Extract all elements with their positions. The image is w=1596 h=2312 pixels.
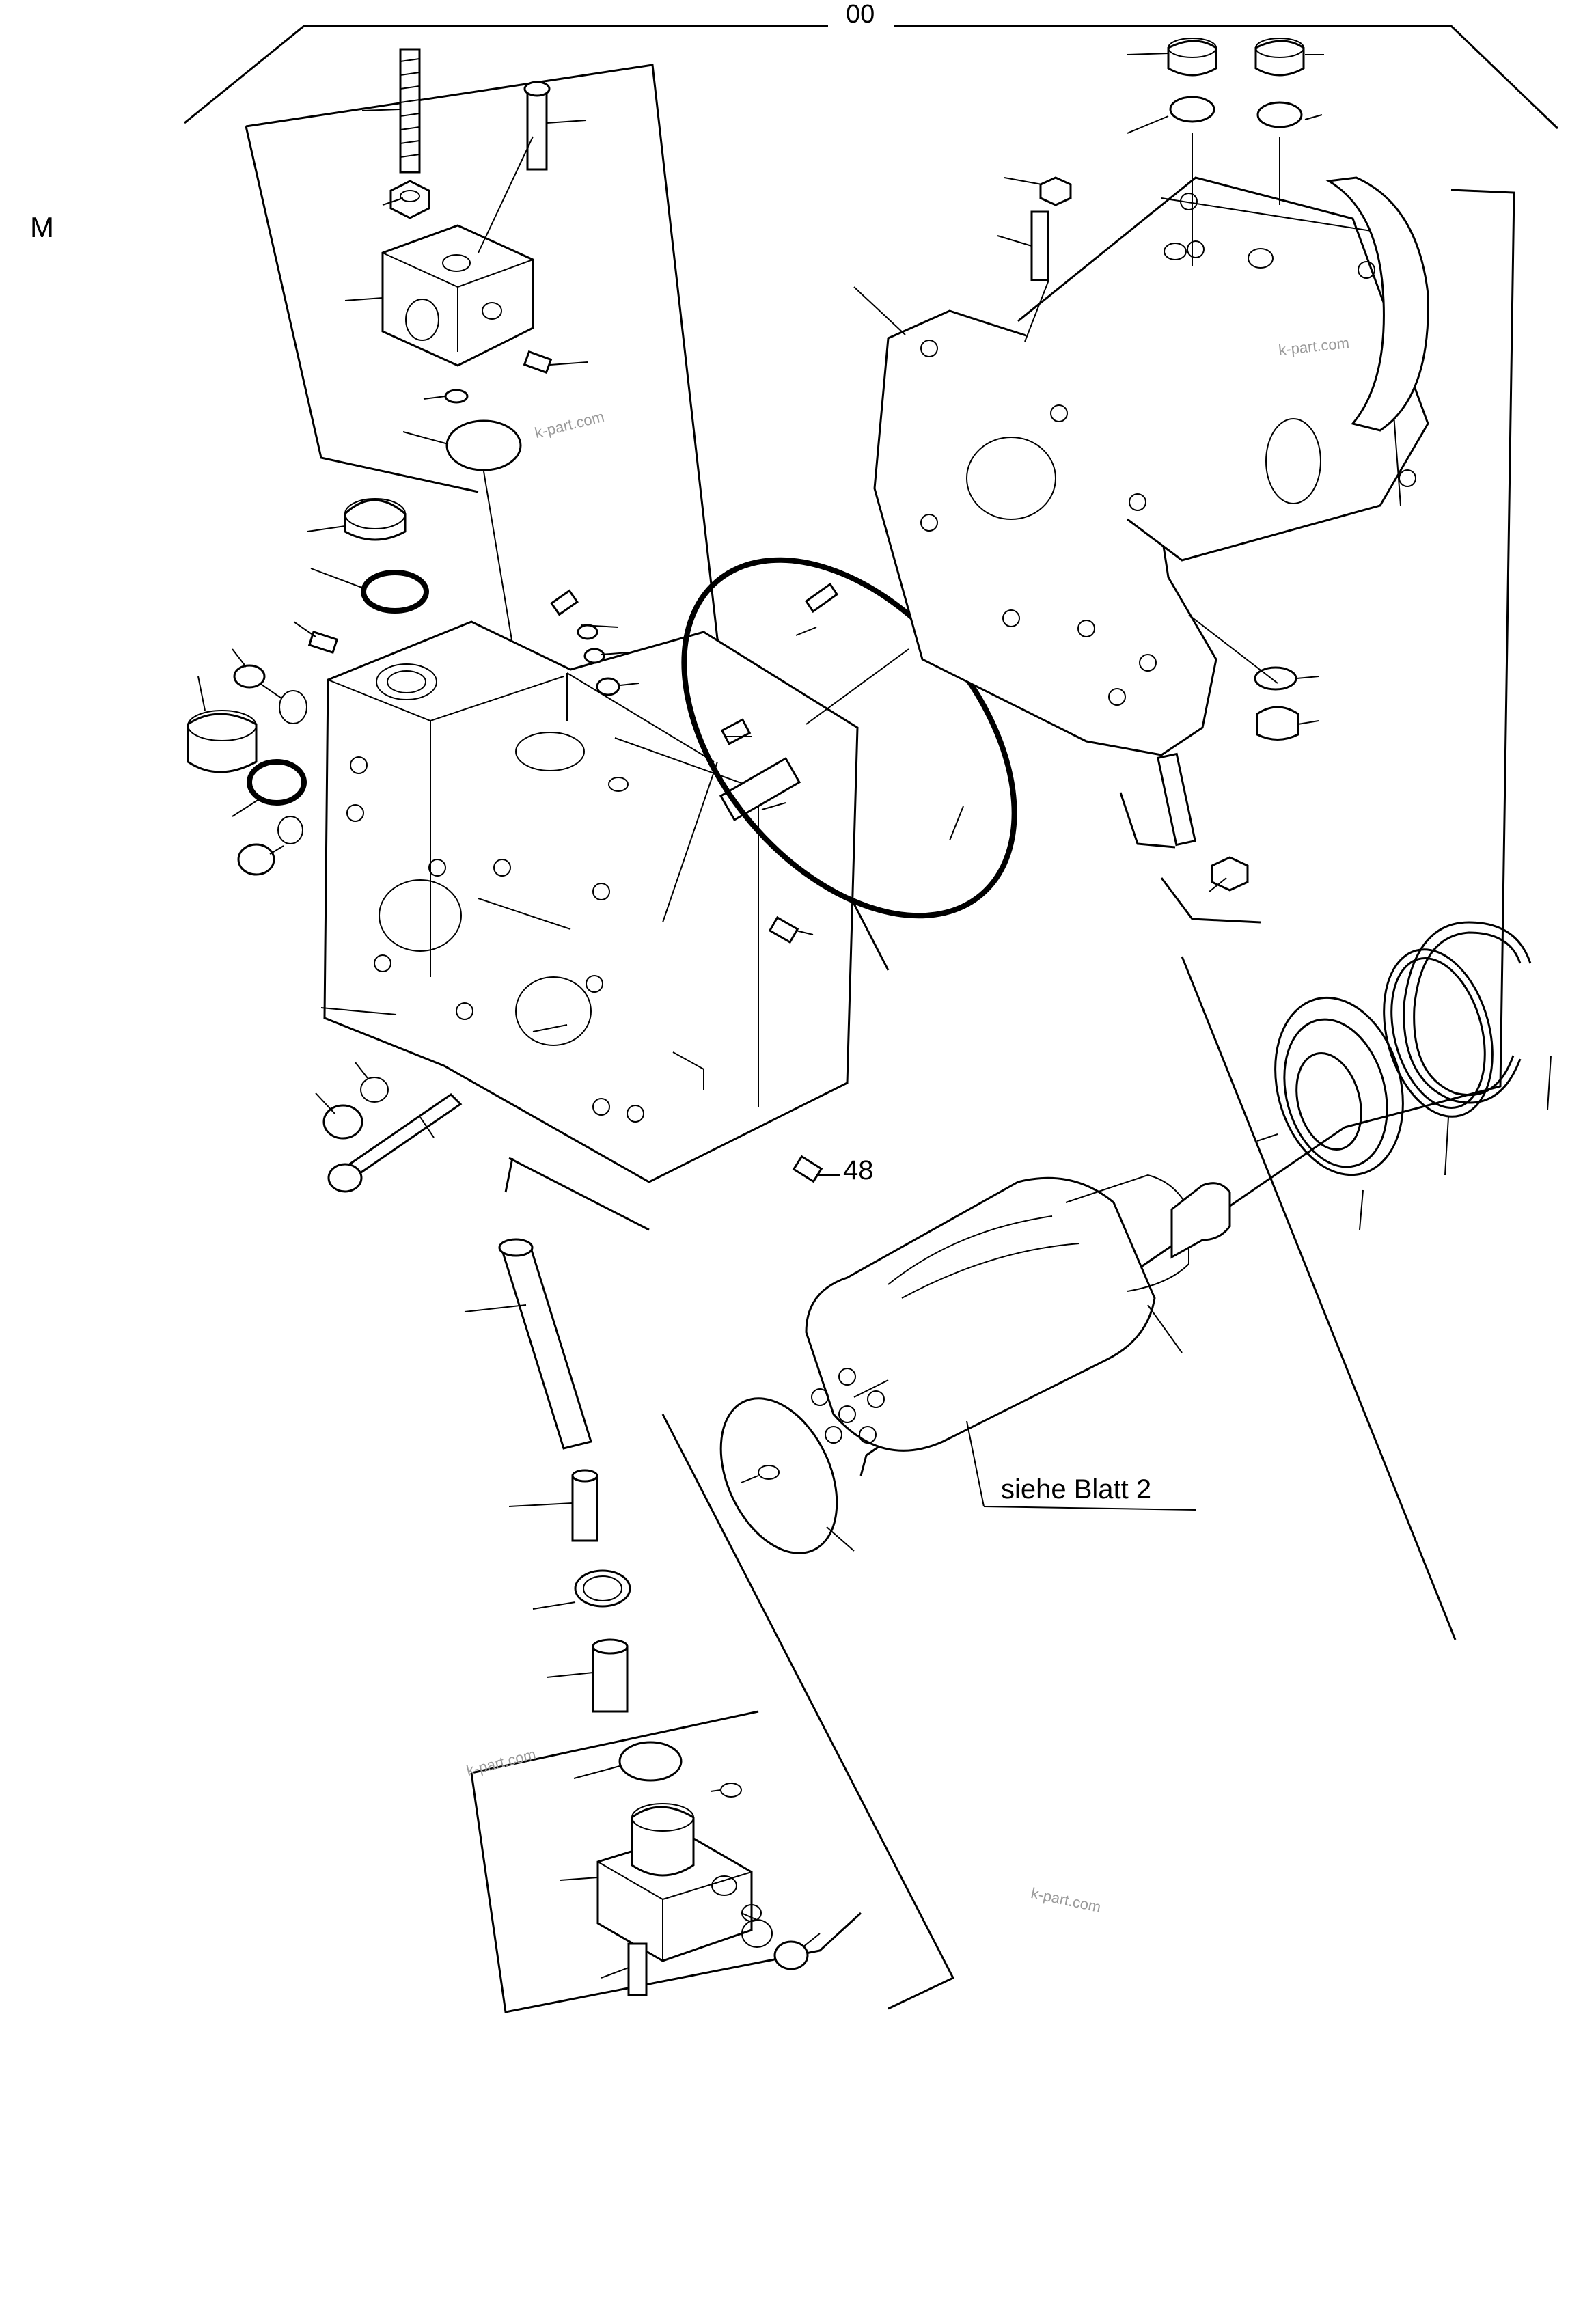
group-number-label: 00 xyxy=(843,1,878,27)
port-plate-housing xyxy=(323,620,859,1183)
bottom-valve-assembly xyxy=(470,1710,862,2013)
corner-label: M xyxy=(30,211,54,243)
bearing-and-rings xyxy=(1256,921,1552,1230)
reference-note: siehe Blatt 2 xyxy=(1001,1474,1152,1504)
part-callout-48: 48 xyxy=(843,1155,874,1185)
motor-housing xyxy=(853,38,1429,924)
housing-plugs xyxy=(187,498,840,1193)
top-valve-assembly xyxy=(344,48,588,776)
control-piston xyxy=(464,1157,650,1713)
